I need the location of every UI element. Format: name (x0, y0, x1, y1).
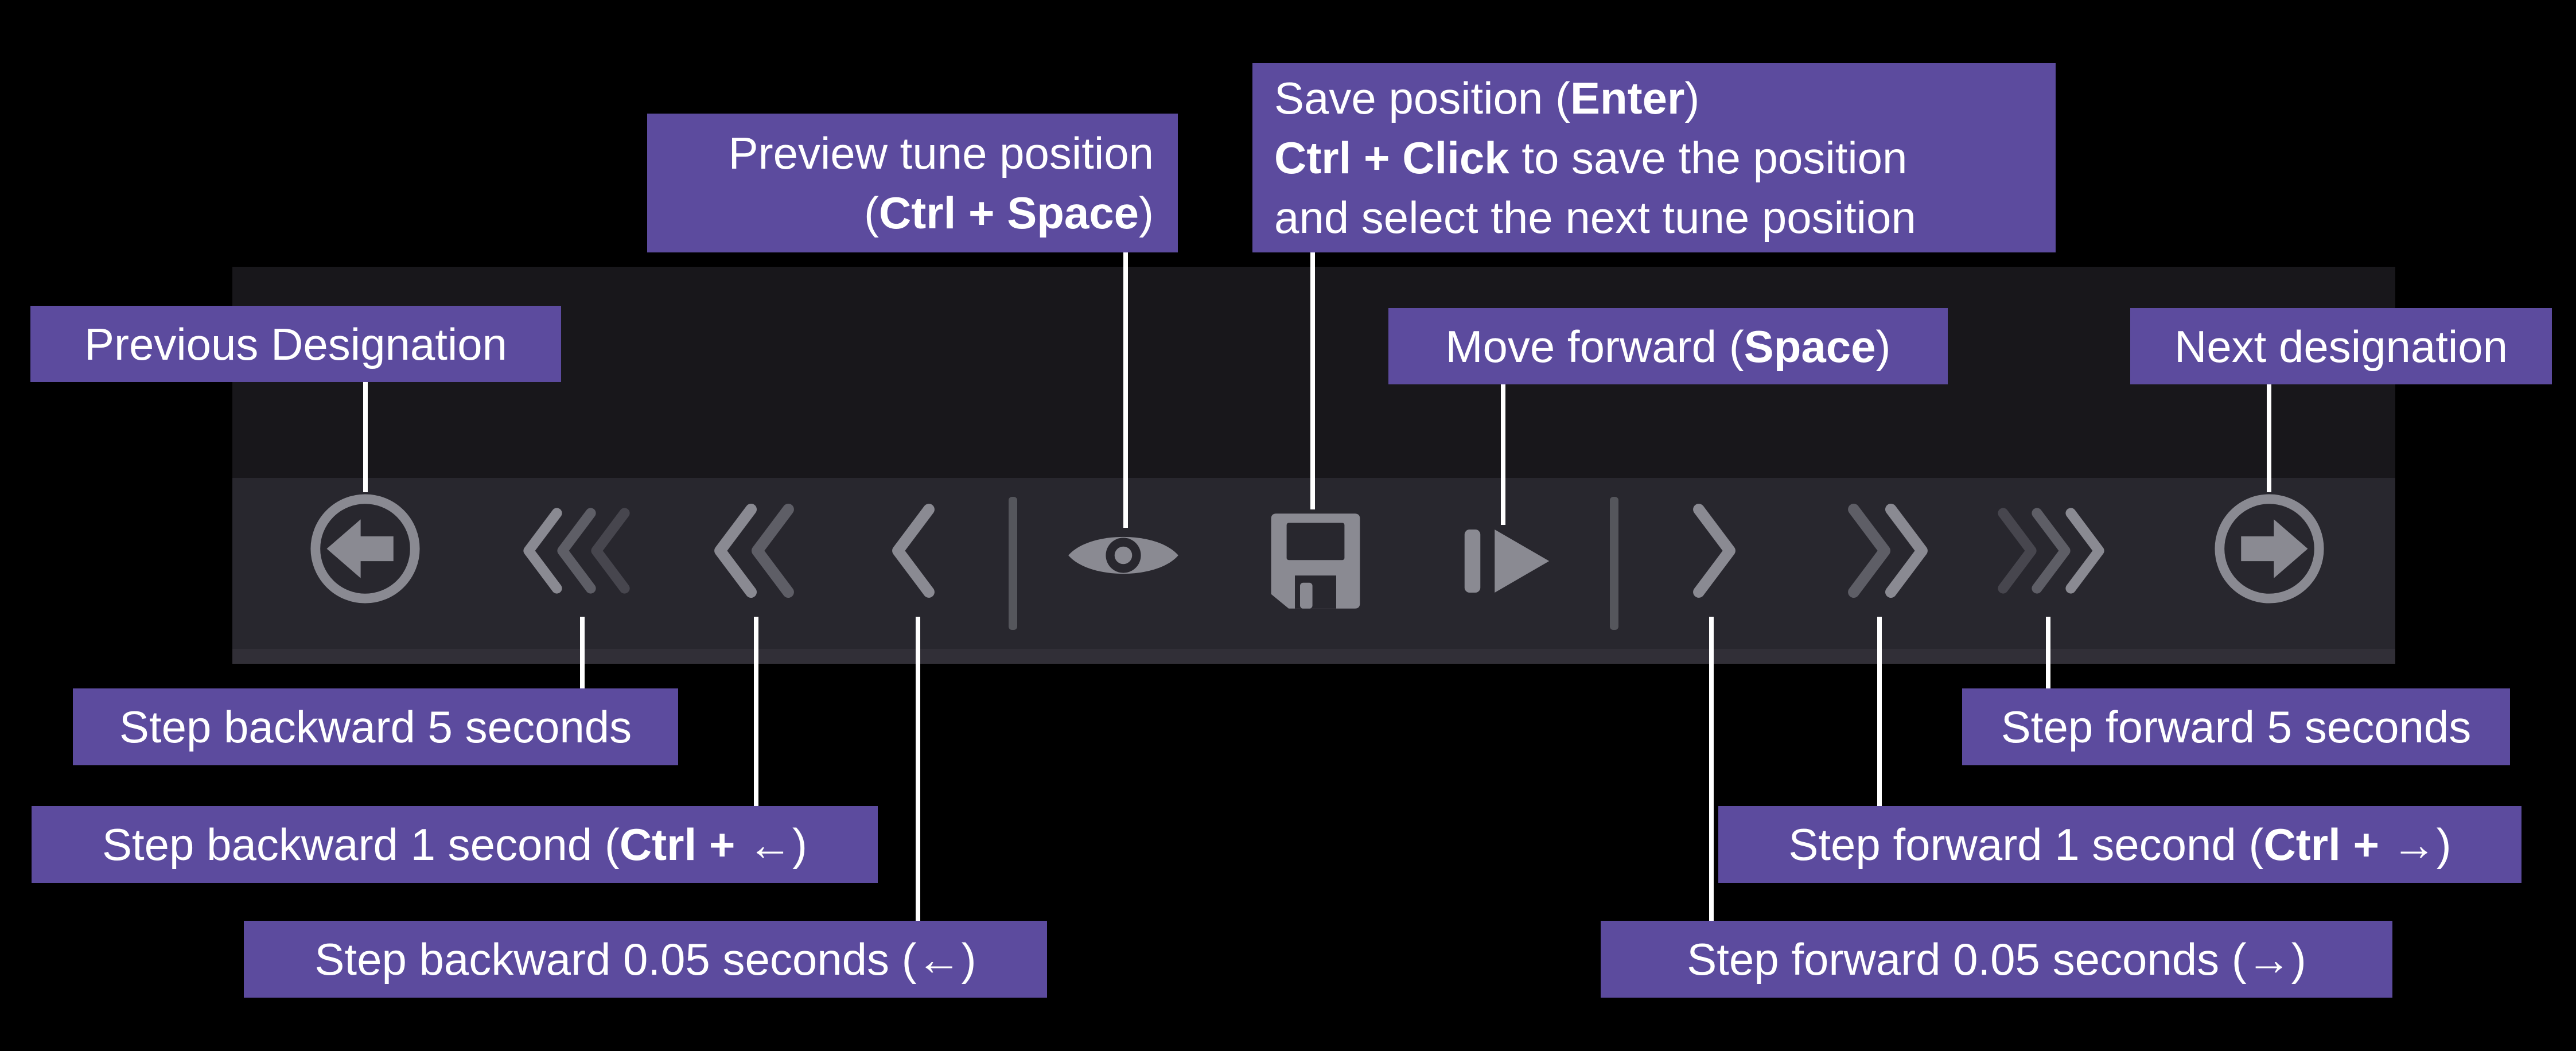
tooltip-text: Step forward 0.05 seconds (→) (1687, 934, 2306, 984)
connector-line (1123, 252, 1128, 528)
chevrons-triple-left-icon (523, 508, 630, 594)
connector-line (363, 382, 368, 492)
connector-line (754, 617, 758, 806)
connector-line (916, 617, 920, 921)
step-forward-005s-button[interactable] (1688, 501, 1740, 601)
tooltip-text: and select the next tune position (1274, 192, 1916, 243)
tooltip-step-forward-5s: Step forward 5 seconds (1962, 688, 2510, 765)
preview-tune-position-button[interactable] (1065, 525, 1182, 586)
floppy-save-icon (1271, 513, 1360, 609)
toolbar-divider (1610, 497, 1618, 630)
tooltip-text: Previous Designation (84, 318, 508, 369)
connector-line (2046, 617, 2050, 688)
chevrons-double-right-icon (1848, 503, 1928, 598)
step-forward-5s-button[interactable] (1994, 501, 2108, 601)
tooltip-save-position: Save position (Enter) Ctrl + Click to sa… (1252, 63, 2056, 252)
connector-line (1877, 617, 1882, 806)
toolbar-divider (1009, 497, 1017, 630)
tooltip-text: Move forward (Space) (1445, 321, 1891, 372)
tooltip-step-backward-005s: Step backward 0.05 seconds (←) (244, 921, 1047, 998)
chevrons-triple-right-icon (1998, 508, 2104, 594)
connector-line (580, 617, 585, 688)
arrow-left-circle-icon (310, 494, 420, 604)
connector-line (1709, 617, 1714, 921)
next-designation-button[interactable] (2213, 492, 2326, 605)
tooltip-move-forward: Move forward (Space) (1388, 308, 1948, 384)
tooltip-step-forward-005s: Step forward 0.05 seconds (→) (1601, 921, 2392, 998)
tooltip-text: Step forward 1 second (Ctrl + →) (1788, 819, 2452, 870)
tooltip-next-designation: Next designation (2130, 308, 2552, 384)
tooltip-step-forward-1s: Step forward 1 second (Ctrl + →) (1718, 806, 2521, 883)
tooltip-text: Step backward 0.05 seconds (←) (314, 934, 976, 984)
tooltip-text: Step backward 5 seconds (119, 702, 632, 752)
tooltip-text: Preview tune position (728, 128, 1154, 178)
connector-line (1501, 384, 1505, 525)
play-step-forward-icon (1464, 530, 1550, 593)
previous-designation-button[interactable] (309, 492, 422, 605)
save-position-button[interactable] (1264, 509, 1367, 613)
chevron-right-icon (1693, 504, 1736, 598)
tooltip-text: Step backward 1 second (Ctrl + ←) (102, 819, 808, 870)
tooltip-text: Save position (Enter) (1274, 73, 1700, 123)
step-backward-5s-button[interactable] (519, 501, 634, 601)
step-backward-005s-button[interactable] (888, 501, 939, 601)
connector-line (2267, 384, 2271, 492)
tooltip-previous-designation: Previous Designation (30, 306, 561, 382)
toolbar-bottom-band (232, 649, 2395, 664)
tooltip-text: Next designation (2174, 321, 2508, 372)
chevrons-double-left-icon (714, 503, 794, 598)
eye-icon (1068, 536, 1178, 574)
tooltip-step-backward-5s: Step backward 5 seconds (73, 688, 678, 765)
tooltip-text: Ctrl + Click to save the position (1274, 133, 1908, 183)
tooltip-preview-tune-position: Preview tune position (Ctrl + Space) (647, 114, 1178, 252)
arrow-right-circle-icon (2215, 494, 2324, 604)
move-forward-button[interactable] (1460, 524, 1554, 598)
step-backward-1s-button[interactable] (710, 501, 799, 601)
chevron-left-icon (892, 504, 935, 598)
tooltip-step-backward-1s: Step backward 1 second (Ctrl + ←) (32, 806, 878, 883)
step-forward-1s-button[interactable] (1843, 501, 1932, 601)
tooltip-text: (Ctrl + Space) (863, 188, 1154, 238)
tooltip-text: Step forward 5 seconds (2001, 702, 2472, 752)
connector-line (1310, 252, 1315, 509)
